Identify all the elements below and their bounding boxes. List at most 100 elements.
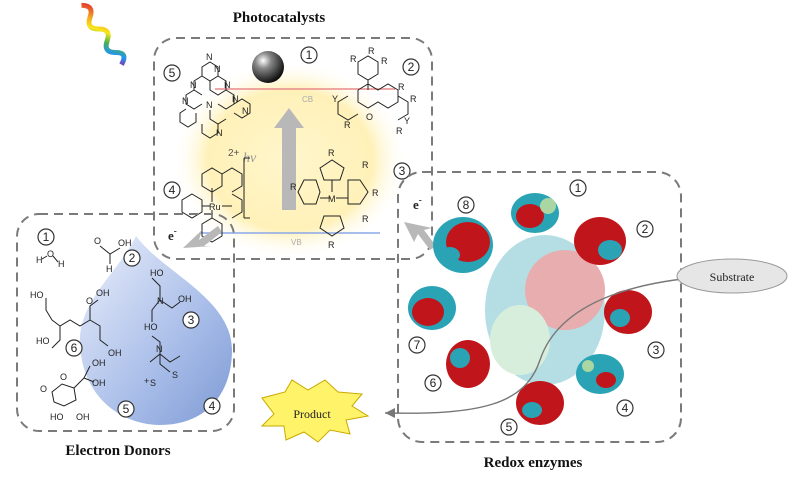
photocatalyst-number-5: 5: [164, 65, 180, 81]
svg-text:R: R: [328, 148, 335, 158]
svg-text:N: N: [232, 94, 239, 104]
svg-text:3: 3: [188, 313, 195, 327]
svg-text:R: R: [328, 240, 335, 250]
substrate-label-box: Substrate: [677, 259, 787, 293]
svg-text:N: N: [182, 96, 189, 106]
protein-7-icon: [408, 286, 456, 330]
product-label: Product: [293, 407, 331, 421]
svg-text:R: R: [410, 94, 417, 104]
svg-text:4: 4: [169, 183, 176, 197]
photocatalyst-number-2: 2: [403, 59, 419, 75]
svg-text:HO: HO: [150, 268, 164, 278]
path-arrowhead-icon: [385, 408, 395, 418]
charge-label: 2+: [228, 148, 240, 159]
svg-text:N: N: [206, 100, 213, 110]
svg-text:5: 5: [123, 402, 130, 416]
svg-text:3: 3: [653, 343, 660, 357]
svg-text:1: 1: [43, 230, 50, 244]
protein-3-icon: [604, 290, 652, 334]
donor-number-4: 4: [204, 398, 220, 414]
vb-label: VB: [291, 238, 302, 247]
svg-text:4: 4: [209, 399, 216, 413]
svg-text:5: 5: [169, 66, 176, 80]
svg-text:R: R: [362, 214, 369, 224]
svg-text:R: R: [381, 56, 388, 66]
svg-text:N: N: [242, 106, 249, 116]
enzyme-number-7: 7: [409, 337, 425, 353]
redox-enzymes-title: Redox enzymes: [484, 455, 583, 471]
cb-label: CB: [302, 95, 313, 104]
enzyme-number-6: 6: [425, 375, 441, 391]
svg-text:OH: OH: [118, 238, 132, 248]
svg-text:5: 5: [506, 420, 513, 434]
svg-text:O: O: [366, 112, 373, 122]
water-structure: HOH: [36, 249, 65, 269]
svg-text:3: 3: [399, 164, 406, 178]
svg-text:R: R: [344, 120, 351, 130]
svg-text:S: S: [150, 378, 156, 388]
svg-text:S: S: [172, 370, 178, 380]
enzyme-number-1: 1: [570, 180, 586, 196]
protein-4-icon: [576, 354, 624, 394]
svg-text:N: N: [216, 128, 223, 138]
svg-text:1: 1: [306, 48, 313, 62]
enzyme-number-5: 5: [501, 419, 517, 435]
svg-text:O: O: [94, 236, 101, 246]
svg-text:N: N: [206, 52, 213, 62]
svg-text:6: 6: [71, 341, 78, 355]
enzyme-number-8: 8: [458, 197, 474, 213]
svg-text:O: O: [47, 249, 54, 259]
donor-number-3: 3: [183, 312, 199, 328]
protein-2-icon: [574, 217, 626, 265]
svg-text:OH: OH: [108, 348, 122, 358]
protein-6-icon: [446, 340, 490, 388]
svg-text:6: 6: [430, 376, 437, 390]
donor-number-1: 1: [38, 229, 54, 245]
donor-number-2: 2: [124, 250, 140, 266]
svg-text:4: 4: [622, 401, 629, 415]
photocatalyst-number-1: 1: [301, 47, 317, 63]
svg-text:H: H: [106, 264, 113, 274]
enzyme-number-3: 3: [648, 342, 664, 358]
product-burst: Product: [262, 380, 368, 442]
svg-text:O: O: [60, 372, 67, 382]
svg-text:2: 2: [408, 60, 415, 74]
enzyme-number-2: 2: [637, 221, 653, 237]
svg-text:7: 7: [414, 338, 421, 352]
svg-text:N: N: [157, 296, 164, 306]
substrate-label: Substrate: [710, 270, 755, 284]
donor-number-6: 6: [66, 340, 82, 356]
light-wave-icon: [68, 3, 137, 65]
svg-text:N: N: [224, 80, 231, 90]
svg-text:R: R: [372, 188, 379, 198]
electron-donors-title: Electron Donors: [65, 443, 170, 459]
svg-text:N: N: [214, 64, 221, 74]
svg-text:N: N: [156, 344, 163, 354]
m-label: M: [328, 194, 336, 204]
svg-text:H: H: [58, 259, 65, 269]
photocatalyst-number-3: 3: [394, 163, 410, 179]
svg-text:2: 2: [642, 222, 649, 236]
svg-text:O: O: [40, 384, 47, 394]
svg-text:R: R: [290, 182, 297, 192]
ru-label: Ru: [209, 202, 221, 212]
svg-text:HO: HO: [36, 336, 50, 346]
svg-text:H: H: [36, 255, 43, 265]
svg-text:Y: Y: [404, 116, 410, 126]
svg-text:HO: HO: [144, 322, 158, 332]
protein-8-icon: [433, 217, 493, 273]
protein-1-icon: [511, 193, 559, 233]
svg-text:R: R: [350, 54, 357, 64]
svg-text:HO: HO: [30, 290, 44, 300]
svg-text:R: R: [362, 160, 369, 170]
svg-text:R: R: [396, 126, 403, 136]
svg-text:OH: OH: [76, 412, 90, 422]
photocatalysts-title: Photocatalysts: [233, 10, 326, 26]
svg-text:OH: OH: [178, 294, 192, 304]
svg-text:OH: OH: [96, 288, 110, 298]
svg-text:R: R: [398, 82, 405, 92]
svg-text:OH: OH: [92, 358, 106, 368]
svg-text:HO: HO: [50, 412, 64, 422]
enzyme-number-4: 4: [617, 400, 633, 416]
